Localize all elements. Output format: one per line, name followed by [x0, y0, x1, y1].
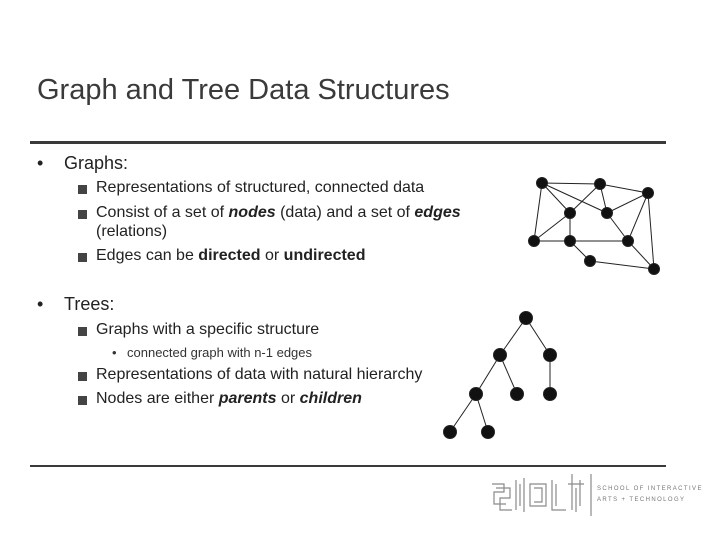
trees-item-3-text: Nodes are either parents or children [96, 390, 362, 408]
slide-title: Graph and Tree Data Structures [37, 74, 450, 106]
graphs-label: Graphs [64, 153, 124, 173]
text-run: parents [218, 390, 277, 407]
square-bullet-icon [78, 210, 87, 219]
text-run: nodes [228, 204, 276, 221]
graphs-item-2-continuation: (relations) [96, 223, 167, 241]
text-run: children [299, 390, 362, 407]
trees-colon: : [109, 294, 115, 314]
text-run: (data) and a set of [275, 204, 415, 221]
text-run: or [260, 247, 284, 264]
square-bullet-icon [78, 253, 87, 262]
text-run: Representations of data with natural hie… [96, 366, 423, 383]
text-run: or [276, 390, 300, 407]
text-run: Edges can be [96, 247, 199, 264]
square-bullet-icon [78, 185, 87, 194]
bullet-dot: • [112, 345, 117, 360]
text-run: Consist of a set of [96, 204, 229, 221]
graphs-item-2-text: Consist of a set of nodes (data) and a s… [96, 204, 461, 222]
trees-item-1-text: Graphs with a specific structure [96, 321, 320, 338]
graphs-colon: : [123, 153, 129, 173]
trees-label: Trees [64, 294, 110, 314]
text-run: Representations of structured, connected… [96, 179, 425, 196]
text-run: Nodes are either [96, 390, 219, 407]
title-divider [30, 141, 666, 144]
bullet-dot: • [37, 294, 44, 314]
tree-illustration [443, 311, 557, 439]
trees-item-2-text: Representations of data with natural hie… [96, 366, 422, 384]
logo-wordmark: SCHOOL OF INTERACTIVE ARTS + TECHNOLOGY [597, 484, 703, 506]
siat-logo-icon [492, 474, 592, 516]
square-bullet-icon [78, 372, 87, 381]
logo-line-1: SCHOOL OF INTERACTIVE [597, 486, 703, 492]
graphs-item-3-text: Edges can be directed or undirected [96, 247, 365, 265]
footer-divider [30, 465, 666, 467]
trees-subitem-text: connected graph with n-1 edges [127, 345, 313, 360]
square-bullet-icon [78, 327, 87, 336]
text-run: directed [198, 247, 261, 264]
graph-illustration [528, 177, 660, 275]
graphs-item-1-text: Representations of structured, connected… [96, 179, 424, 197]
text-run: (relations) [96, 223, 168, 240]
bullet-dot: • [37, 153, 44, 173]
text-run: edges [414, 204, 461, 221]
text-run: undirected [283, 247, 366, 264]
square-bullet-icon [78, 396, 87, 405]
logo-line-2: ARTS + TECHNOLOGY [597, 497, 686, 503]
